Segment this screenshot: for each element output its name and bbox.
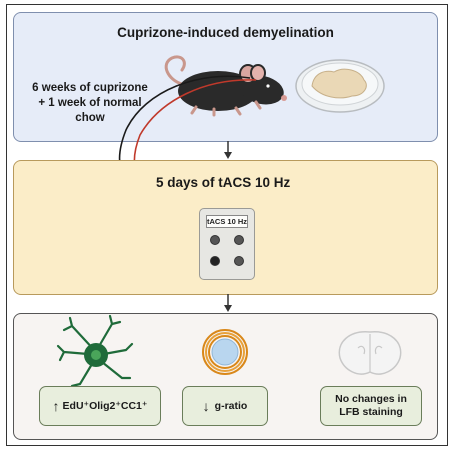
outcome-lfb-line1: No changes in <box>335 393 407 405</box>
chow-food <box>311 68 367 99</box>
cuprizone-desc-line2: + 1 week of normal <box>38 97 142 109</box>
up-arrow-icon: ↑ <box>52 398 60 414</box>
arrow-down-1 <box>224 141 232 159</box>
device-knob-4 <box>234 256 244 266</box>
outcome-gratio-box: ↓ g-ratio <box>182 386 268 426</box>
device-knob-2 <box>234 235 244 245</box>
outcome-gratio-label: g-ratio <box>214 400 248 412</box>
tacs-device-screen: tACS 10 Hz <box>206 215 248 228</box>
arrow-down-2 <box>224 294 232 312</box>
mouse-tail <box>164 55 186 86</box>
panel-cuprizone-title: Cuprizone-induced demyelination <box>117 25 334 40</box>
mouse-nose <box>281 95 287 101</box>
mouse-eye <box>266 84 270 88</box>
device-knob-1 <box>210 235 220 245</box>
outcome-lfb-line2: LFB staining <box>339 406 403 418</box>
outcome-proliferation-label: EdU⁺Olig2⁺CC1⁺ <box>62 400 148 412</box>
cuprizone-description: 6 weeks of cuprizone + 1 week of normal … <box>32 81 148 126</box>
device-knob-3 <box>210 256 220 266</box>
cuprizone-desc-line1: 6 weeks of cuprizone <box>32 82 148 94</box>
cuprizone-desc-line3: chow <box>75 112 105 124</box>
panel-tacs-title: 5 days of tACS 10 Hz <box>156 175 291 190</box>
outcome-lfb-box: No changes in LFB staining <box>320 386 422 426</box>
panel-cuprizone: Cuprizone-induced demyelination 6 weeks … <box>13 12 438 142</box>
outcome-proliferation-box: ↑ EdU⁺Olig2⁺CC1⁺ <box>39 386 161 426</box>
down-arrow-icon: ↓ <box>202 398 210 414</box>
tacs-device: tACS 10 Hz <box>199 208 255 280</box>
mouse-ear-front <box>250 64 266 82</box>
